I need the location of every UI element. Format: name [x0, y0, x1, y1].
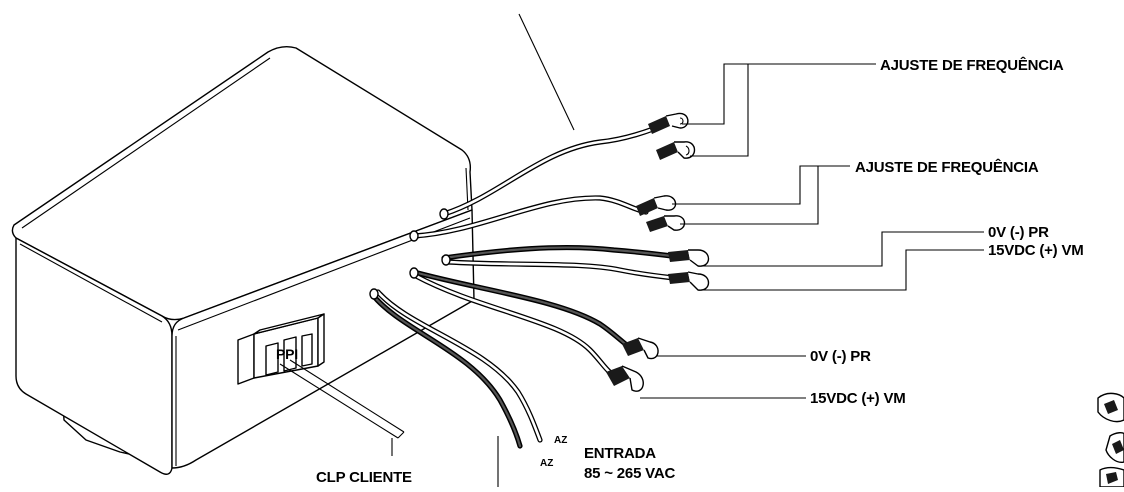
label-0v-pr-bottom: 0V (-) PR	[810, 348, 871, 365]
pointer-line	[518, 13, 575, 131]
spade-terminals	[606, 112, 1124, 488]
label-15vdc-vm-bottom: 15VDC (+) VM	[810, 390, 906, 407]
clp-cable	[279, 359, 405, 456]
label-input-title: ENTRADA	[584, 445, 656, 462]
spade-lug	[656, 141, 696, 160]
spade-lug	[646, 215, 686, 232]
spade-lug	[668, 271, 710, 291]
label-az-bottom: AZ	[540, 458, 553, 469]
label-input-range: 85 ~ 265 VAC	[584, 465, 675, 482]
spade-lug	[668, 249, 710, 267]
enclosure-top-face	[11, 45, 473, 321]
labels: AJUSTE DE FREQUÊNCIA AJUSTE DE FREQUÊNCI…	[316, 56, 1084, 486]
spade-lug	[648, 112, 689, 134]
enclosure-box	[11, 45, 475, 475]
enclosure-front-face	[15, 237, 173, 475]
label-15vdc-vm-top: 15VDC (+) VM	[988, 242, 1084, 259]
label-az-top: AZ	[554, 435, 567, 446]
spade-lug	[622, 337, 659, 360]
label-freq-adjust-top: AJUSTE DE FREQUÊNCIA	[880, 56, 1064, 74]
label-0v-pr-top: 0V (-) PR	[988, 224, 1049, 241]
leader-lines	[497, 63, 984, 487]
terminal-block: PPI	[237, 313, 325, 385]
label-clp-client: CLP CLIENTE	[316, 469, 412, 486]
wires	[369, 125, 677, 449]
terminal-marks: PPI	[276, 346, 298, 362]
spade-lug	[636, 195, 677, 216]
spade-lug-partial	[1097, 392, 1124, 488]
spade-lug	[606, 365, 644, 392]
label-freq-adjust-mid: AJUSTE DE FREQUÊNCIA	[855, 158, 1039, 176]
